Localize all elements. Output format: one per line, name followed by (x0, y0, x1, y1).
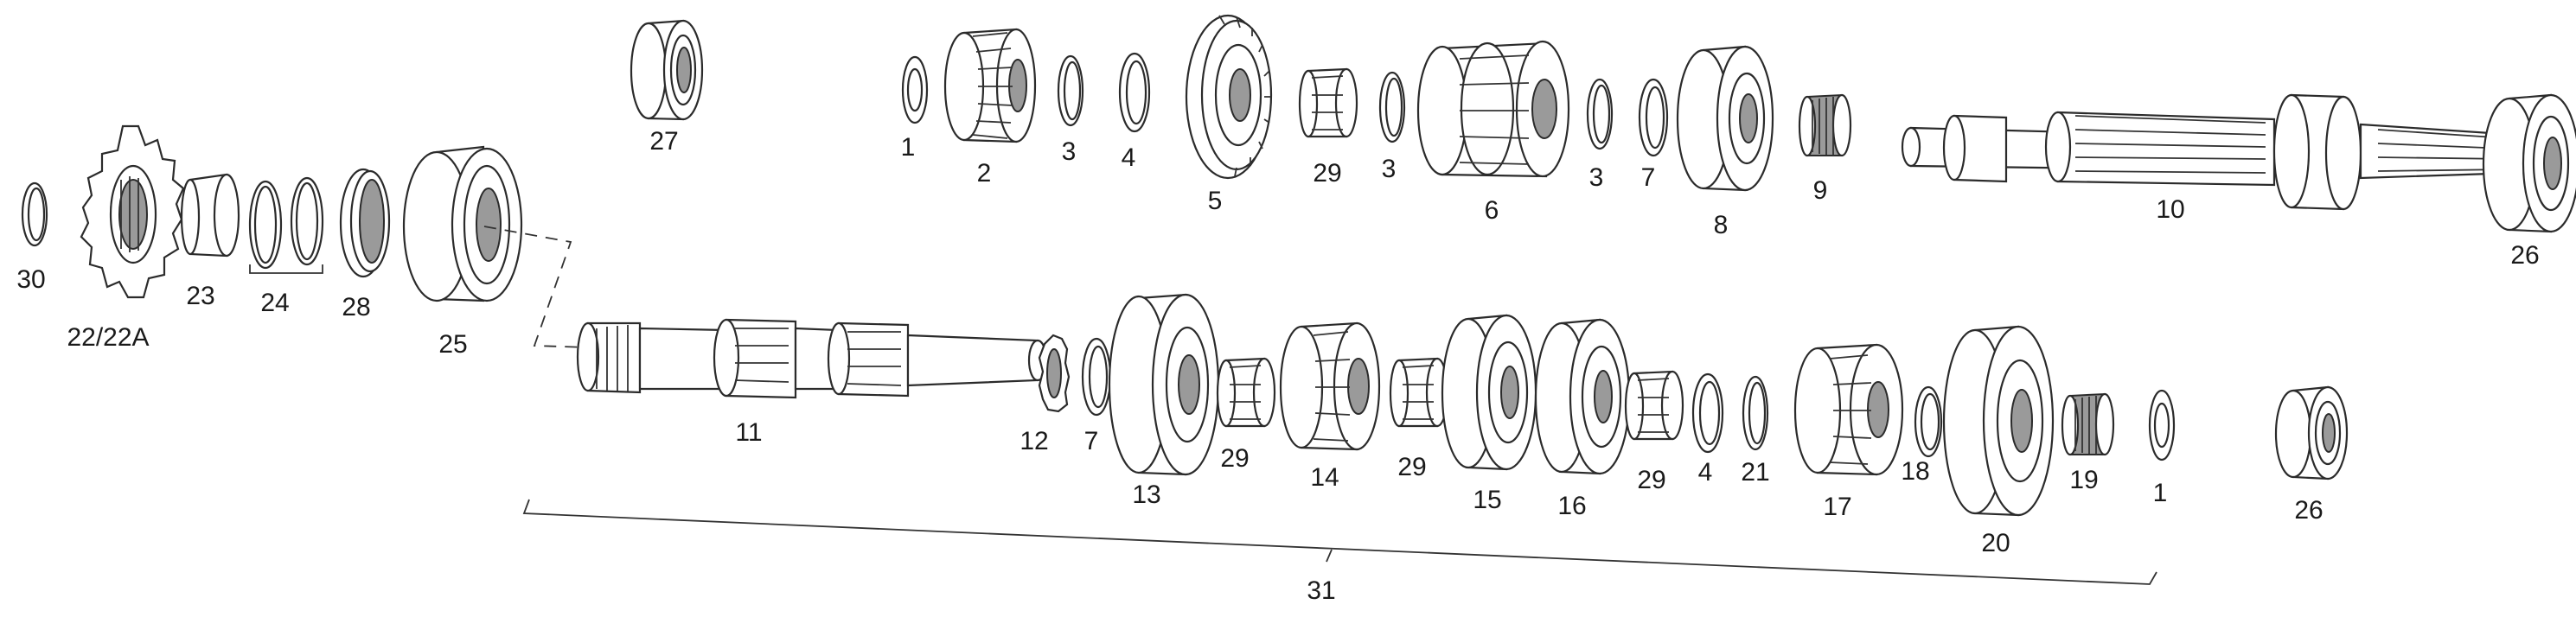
washer-7-bottom[interactable] (1081, 337, 1112, 417)
label-29-b: 29 (1220, 444, 1249, 473)
bracket-31 (522, 499, 2157, 585)
label-7-bottom: 7 (1084, 427, 1099, 455)
bearing-27[interactable] (630, 19, 704, 121)
needle-bearing-29-c[interactable] (1389, 357, 1449, 428)
washer-18[interactable] (1914, 385, 1943, 458)
label-31: 31 (1307, 576, 1335, 605)
label-5: 5 (1208, 187, 1223, 215)
label-18: 18 (1901, 457, 1929, 486)
washer-4-top[interactable] (1118, 52, 1151, 133)
label-21: 21 (1741, 458, 1769, 487)
label-26-bottom: 26 (2294, 496, 2323, 525)
washer-1-top[interactable] (901, 55, 929, 124)
gear-14[interactable] (1279, 321, 1381, 451)
label-27: 27 (649, 127, 678, 156)
label-14: 14 (1310, 463, 1339, 492)
orings-24[interactable] (248, 176, 324, 274)
spacer-23[interactable] (180, 173, 240, 258)
bearing-26-bottom[interactable] (2274, 385, 2349, 480)
label-3-b: 3 (1382, 155, 1397, 183)
label-29-c: 29 (1397, 453, 1426, 481)
label-29-top: 29 (1313, 159, 1341, 188)
shaft-11[interactable] (576, 318, 1048, 399)
bearing-26-top[interactable] (2482, 93, 2576, 233)
gear-13[interactable] (1108, 293, 1220, 476)
washer-7-top[interactable] (1638, 78, 1669, 157)
label-9: 9 (1813, 176, 1828, 205)
label-4-top: 4 (1122, 143, 1136, 172)
gear-8[interactable] (1676, 45, 1774, 192)
circlip-3-a[interactable] (1057, 54, 1084, 127)
label-7-top: 7 (1641, 163, 1656, 192)
label-2: 2 (977, 159, 992, 188)
sprocket-22[interactable] (80, 124, 185, 299)
seal-28[interactable] (339, 168, 391, 278)
label-12: 12 (1020, 427, 1048, 455)
label-16: 16 (1557, 492, 1586, 520)
washer-4-bottom[interactable] (1691, 372, 1724, 454)
label-23: 23 (186, 282, 214, 310)
label-3-a: 3 (1062, 137, 1077, 166)
label-30: 30 (16, 265, 45, 294)
gear-6[interactable] (1416, 40, 1570, 178)
gear-20[interactable] (1942, 325, 2055, 517)
label-13: 13 (1132, 480, 1160, 509)
label-15: 15 (1473, 486, 1501, 514)
needle-bearing-19[interactable] (2061, 392, 2115, 456)
label-25: 25 (438, 330, 467, 359)
label-28: 28 (342, 293, 370, 321)
gear-17[interactable] (1793, 343, 1904, 476)
gear-15[interactable] (1441, 314, 1537, 471)
label-10: 10 (2156, 195, 2184, 224)
needle-bearing-9[interactable] (1798, 93, 1852, 157)
needle-bearing-29-top[interactable] (1298, 67, 1358, 138)
lockwasher-12[interactable] (1038, 334, 1071, 413)
circlip-3-b[interactable] (1378, 71, 1406, 143)
label-8: 8 (1714, 211, 1729, 239)
circlip-21[interactable] (1742, 375, 1769, 451)
needle-bearing-29-d[interactable] (1624, 370, 1684, 441)
needle-bearing-29-b[interactable] (1216, 357, 1276, 428)
label-26-top: 26 (2510, 241, 2539, 270)
label-1-top: 1 (901, 133, 916, 162)
label-4-bottom: 4 (1698, 458, 1713, 487)
label-19: 19 (2069, 466, 2098, 494)
gear-2[interactable] (943, 28, 1037, 143)
shaft-10[interactable] (1901, 93, 2527, 211)
circlip-30[interactable] (21, 181, 48, 247)
axis-dashed-link (483, 226, 589, 348)
label-11: 11 (735, 418, 762, 447)
label-1-bottom: 1 (2153, 479, 2168, 507)
gear-16[interactable] (1534, 318, 1631, 475)
label-3-c: 3 (1589, 163, 1604, 192)
bearing-25[interactable] (402, 145, 523, 302)
label-24: 24 (260, 289, 289, 317)
label-17: 17 (1823, 493, 1851, 521)
label-6: 6 (1485, 196, 1499, 225)
washer-1-bottom[interactable] (2148, 389, 2176, 461)
label-20: 20 (1981, 529, 2010, 557)
label-22-22a: 22/22A (67, 323, 149, 352)
label-29-d: 29 (1637, 466, 1665, 494)
circlip-3-c[interactable] (1586, 78, 1614, 150)
gear-5[interactable] (1185, 14, 1273, 180)
